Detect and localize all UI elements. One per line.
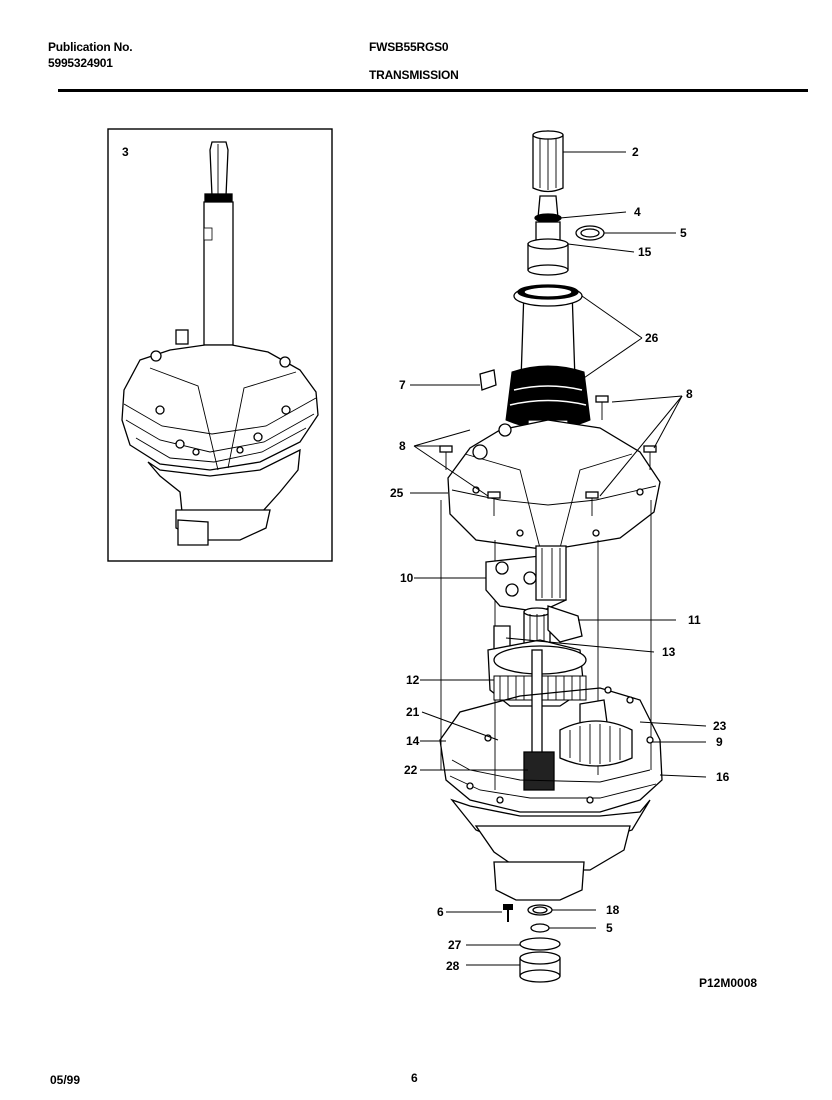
callouts: 2 4 5 15 26 7 8 8 25 10 11 13 12 21 23 1… xyxy=(390,145,730,973)
callout-27: 27 xyxy=(448,938,462,952)
screws xyxy=(439,395,657,516)
header-rule xyxy=(58,89,808,92)
callout-22: 22 xyxy=(404,763,418,777)
callout-10: 10 xyxy=(400,571,414,585)
callout-26: 26 xyxy=(645,331,659,345)
callout-5: 5 xyxy=(606,921,613,935)
footer-date: 05/99 xyxy=(50,1073,81,1087)
section-title: TRANSMISSION xyxy=(369,68,459,82)
callout-12: 12 xyxy=(406,673,420,687)
callout-18: 18 xyxy=(606,903,620,917)
exploded-view xyxy=(439,130,663,983)
callout-8: 8 xyxy=(399,439,406,453)
callout-21: 21 xyxy=(406,705,420,719)
callout-14: 14 xyxy=(406,734,420,748)
callout-16: 16 xyxy=(716,770,730,784)
callout-8: 8 xyxy=(686,387,693,401)
page-number: 6 xyxy=(411,1071,418,1085)
callout-25: 25 xyxy=(390,486,404,500)
callout-2: 2 xyxy=(632,145,639,159)
model-number: FWSB55RGS0 xyxy=(369,40,449,54)
callout-9: 9 xyxy=(716,735,723,749)
publication-number: 5995324901 xyxy=(48,56,113,70)
callout-6: 6 xyxy=(437,905,444,919)
inset-assembly: 3 xyxy=(107,128,333,562)
callout-11: 11 xyxy=(688,613,701,627)
leader-lines xyxy=(410,151,707,966)
callout-7: 7 xyxy=(399,378,406,392)
callout-4: 4 xyxy=(634,205,641,219)
callout-13: 13 xyxy=(662,645,676,659)
publication-label: Publication No. xyxy=(48,40,133,54)
callout-28: 28 xyxy=(446,959,460,973)
callout-23: 23 xyxy=(713,719,727,733)
callout-15: 15 xyxy=(638,245,652,259)
callout-5: 5 xyxy=(680,226,687,240)
inset-label: 3 xyxy=(122,145,129,159)
diagram-code: P12M0008 xyxy=(699,976,757,990)
